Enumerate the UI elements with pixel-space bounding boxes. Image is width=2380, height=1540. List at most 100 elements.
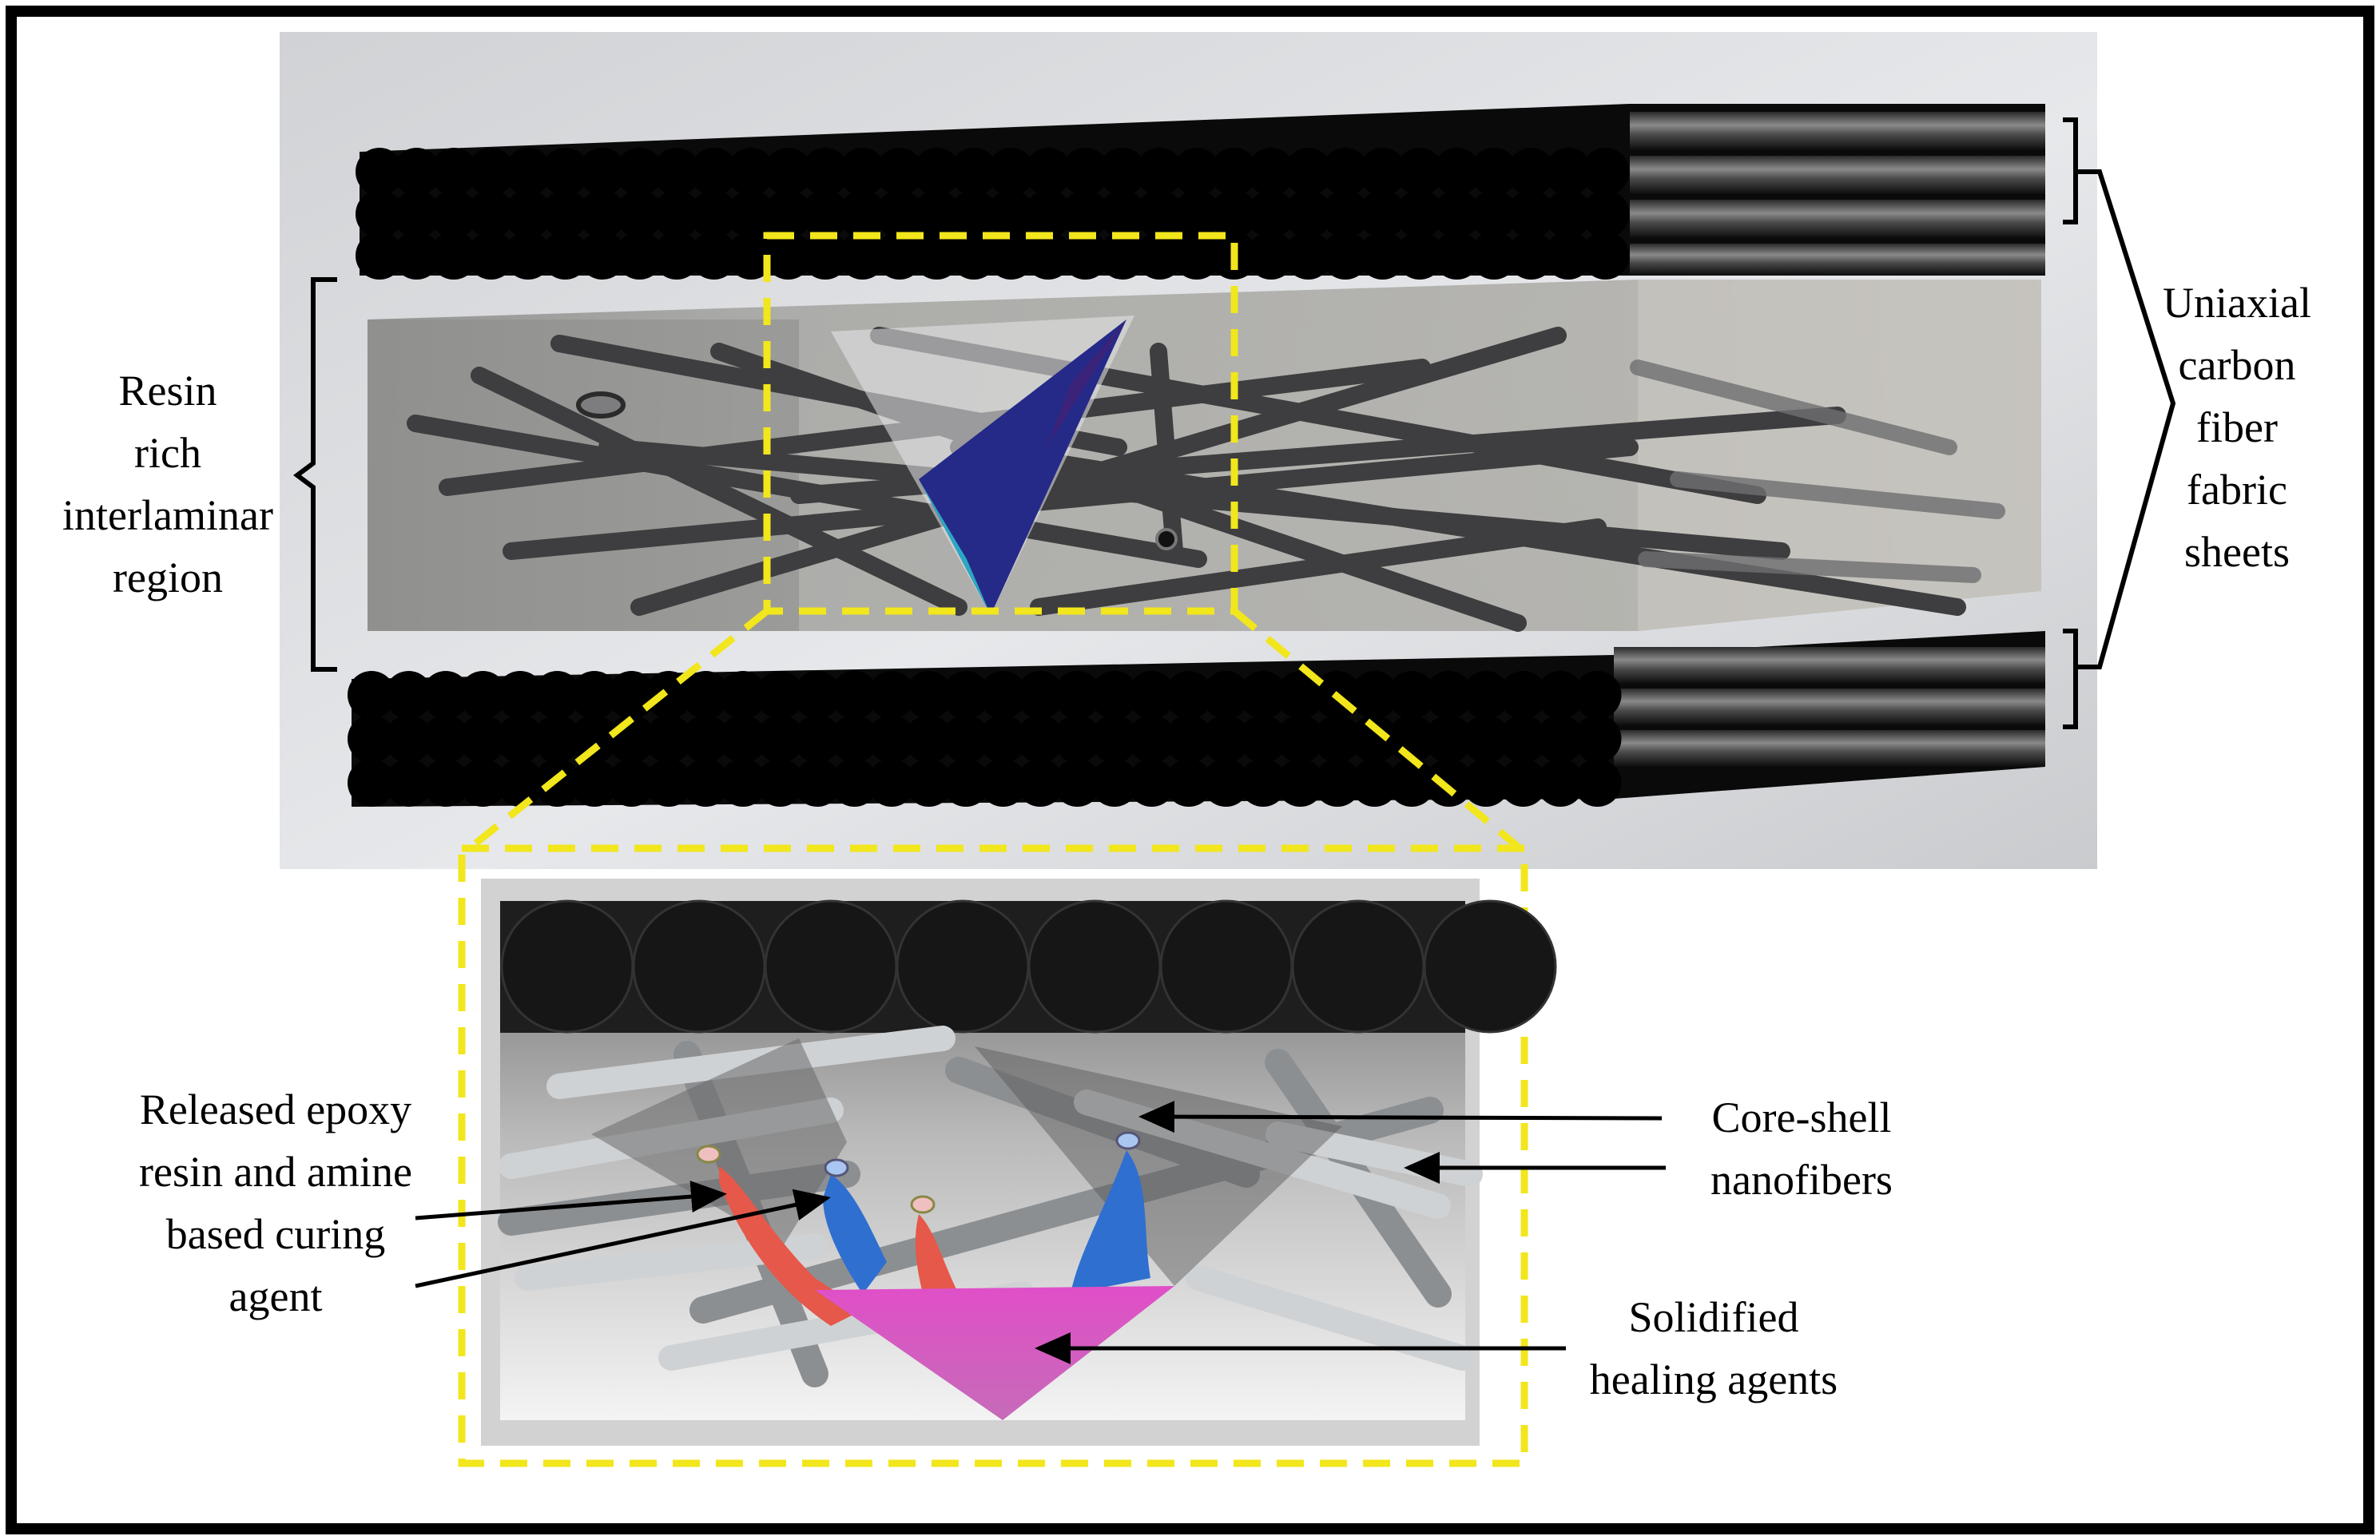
fiber-cross-section [1135,148,1184,196]
fiber-cross-section [719,715,767,763]
fiber-cross-section [1470,190,1518,238]
fiber-cross-section [1276,671,1325,719]
fiber-cross-section [615,190,664,238]
fiber-cross-section [1061,232,1110,280]
fiber-cross-section [1276,715,1325,763]
fiber-cross-section [950,148,998,196]
fiber-cross-section [570,671,618,719]
fiber-cross-section [950,190,998,238]
fiber-cross-section [689,148,738,196]
fiber-cross-section [1239,671,1287,719]
fiber-cross-section [384,671,433,719]
fiber-cross-section [801,148,849,196]
fiber-cross-section [578,232,626,280]
fiber-cross-section [348,715,395,763]
label-released-agents: Released epoxy resin and amine based cur… [88,1078,463,1328]
fiber-cross-section [541,232,590,280]
fiber-cross-section [467,148,515,196]
fiber-cross-section [1061,148,1110,196]
fiber-cross-section [1581,232,1630,280]
fiber-cross-section [1053,715,1102,763]
fiber-cross-section [912,232,961,280]
inset-fiber-cross-section [632,899,766,1034]
label-released-line-2: resin and amine [139,1148,412,1196]
resin-bracket [293,277,337,672]
fiber-cross-section [793,671,841,719]
fiber-cross-section [504,148,552,196]
fiber-cross-section [504,232,552,280]
fiber-cross-section [1536,715,1584,763]
label-carbon-sheets: Uniaxial carbon fiber fabric sheets [2125,272,2349,583]
label-carbon-line-1: Uniaxial [2163,279,2311,327]
fiber-cross-section [1099,148,1146,196]
fiber-cross-section [1127,671,1176,719]
fiber-cross-section [1424,671,1473,719]
fiber-cross-section [1321,190,1369,238]
fiber-cross-section [392,148,441,196]
fiber-cross-section [793,715,841,763]
arrow-released-epoxy [415,1181,727,1220]
fiber-cross-section [348,759,395,807]
fiber-cross-section [1536,759,1584,807]
label-resin-line-1: Resin [118,367,217,415]
fiber-cross-section [1470,232,1518,280]
bottom-carbon-fiber-sheet [348,631,2045,807]
fiber-cross-section [615,148,664,196]
fiber-cross-section [1432,148,1481,196]
fiber-cross-section [1202,759,1250,807]
fiber-cross-section [356,190,403,238]
fiber-cross-section [1210,148,1258,196]
fiber-cross-section [496,759,544,807]
fiber-cross-section [1396,190,1444,238]
inset-fiber-cross-section [764,899,898,1034]
fiber-cross-section [1499,715,1548,763]
fiber-cross-section [1350,759,1399,807]
fiber-cross-section [987,190,1035,238]
fiber-cross-section [607,759,656,807]
fiber-cross-section [459,715,507,763]
fiber-cross-section [942,715,990,763]
fiber-cross-section [1284,232,1333,280]
solidified-healing-agent [815,1286,1174,1420]
fiber-cross-section [1061,190,1110,238]
fiber-cross-section [868,671,916,719]
fiber-cross-section [727,148,775,196]
laminate-illustration [280,32,2176,869]
label-carbon-line-2: carbon [2178,341,2296,389]
label-released-line-1: Released epoxy [139,1086,412,1133]
fiber-cross-section [681,671,730,719]
fiber-cross-section [615,232,664,280]
fiber-cross-section [764,148,813,196]
label-resin-line-4: region [113,554,223,601]
fiber-cross-section [830,759,879,807]
fiber-cross-section [541,148,590,196]
fiber-cross-section [653,148,701,196]
fiber-cross-section [570,759,618,807]
label-carbon-line-4: fabric [2187,466,2287,514]
fiber-cross-section [384,715,433,763]
fiber-cross-section [1536,671,1584,719]
fiber-cross-section [1024,148,1072,196]
fiber-cross-section [912,190,961,238]
fiber-cross-section [1313,759,1361,807]
fiber-cross-section [422,759,470,807]
fiber-cross-section [348,671,395,719]
fiber-cross-section [1135,190,1184,238]
fiber-cross-section [459,671,507,719]
fiber-cross-section [868,759,916,807]
fiber-cross-section [1127,715,1176,763]
fiber-cross-section [1432,232,1481,280]
fiber-cross-section [533,671,582,719]
fiber-cross-section [1173,232,1221,280]
fiber-cross-section [838,148,887,196]
fiber-cross-section [384,759,433,807]
fiber-cross-section [727,232,775,280]
fiber-cross-section [950,232,998,280]
fiber-cross-section [979,759,1027,807]
fiber-cross-section [356,148,403,196]
fiber-cross-section [1024,232,1072,280]
fiber-cross-section [541,190,590,238]
fiber-cross-section [533,715,582,763]
fiber-cross-section [689,232,738,280]
fiber-cross-section [1507,148,1556,196]
